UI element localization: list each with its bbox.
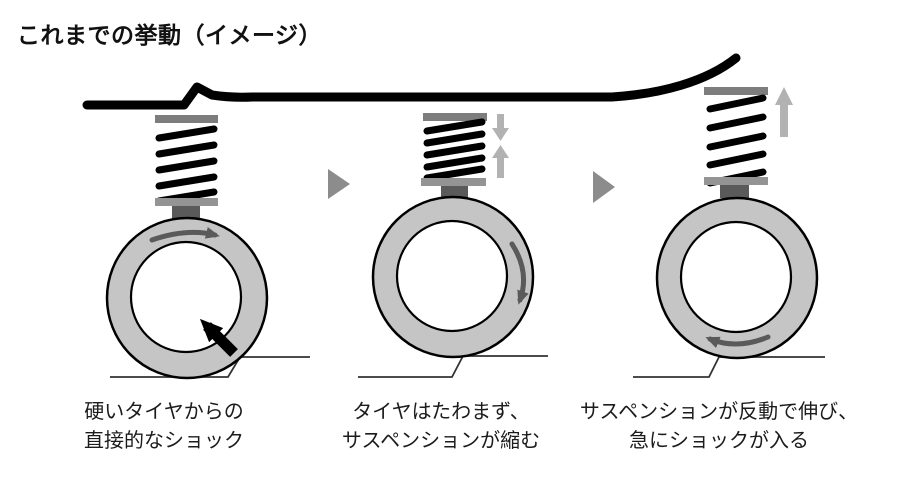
spring-2-stem (441, 186, 468, 198)
panel-2-caption-line2: サスペンションが縮む (341, 430, 541, 452)
tire-1-inner (129, 240, 243, 354)
panel-2-caption: タイヤはたわまず、 サスペンションが縮む (316, 398, 566, 456)
panel-3-ground-step (633, 356, 825, 378)
spring-1-top-mount (155, 115, 218, 123)
spring-3-stem (720, 185, 749, 198)
panel-3-graphic (633, 87, 825, 378)
shock-arrow-icon (199, 318, 238, 357)
tire-2-inner (395, 219, 509, 333)
tire-2-rotation-arrow-icon (509, 241, 529, 305)
spring-2-top-mount (423, 113, 487, 121)
spring-2-bottom-mount (421, 178, 486, 186)
panel-1-caption: 硬いタイヤからの 直接的なショック (54, 398, 274, 456)
panel-1-caption-line1: 硬いタイヤからの (84, 401, 244, 423)
panel-1-caption-line2: 直接的なショック (84, 430, 244, 452)
tire-3-inner (679, 220, 793, 334)
rebound-up-arrow-icon (775, 87, 793, 137)
next-arrow-icon-2 (593, 171, 615, 203)
next-arrow-icon-1 (328, 169, 350, 199)
panel-3-caption-line1: サスペンションが反動で伸び、 (579, 401, 859, 423)
spring-3-coils-extended (706, 94, 767, 187)
panel-1-graphic (105, 115, 310, 380)
tire-1-rotation-arrow-icon (149, 226, 220, 243)
panel-2-caption-line1: タイヤはたわまず、 (352, 401, 530, 423)
panel-2-ground-step (358, 355, 548, 378)
compression-up-arrow-icon (492, 145, 509, 178)
spring-3-top-mount (704, 87, 768, 95)
compression-down-arrow-icon (492, 114, 509, 141)
tire-3-rotation-arrow-icon (705, 334, 771, 348)
spring-1-coils (155, 125, 218, 205)
spring-3-bottom-mount (704, 177, 768, 185)
page-title: これまでの挙動（イメージ） (17, 22, 323, 48)
panel-3-caption-line2: 急にショックが入る (629, 430, 809, 452)
spring-1-bottom-mount (155, 198, 218, 206)
spring-1-stem (172, 206, 200, 219)
spring-2-coils-compressed (423, 118, 486, 182)
body-profile-line (82, 53, 741, 110)
panel-2-graphic (358, 113, 548, 378)
panel-3-caption: サスペンションが反動で伸び、 急にショックが入る (564, 398, 874, 456)
